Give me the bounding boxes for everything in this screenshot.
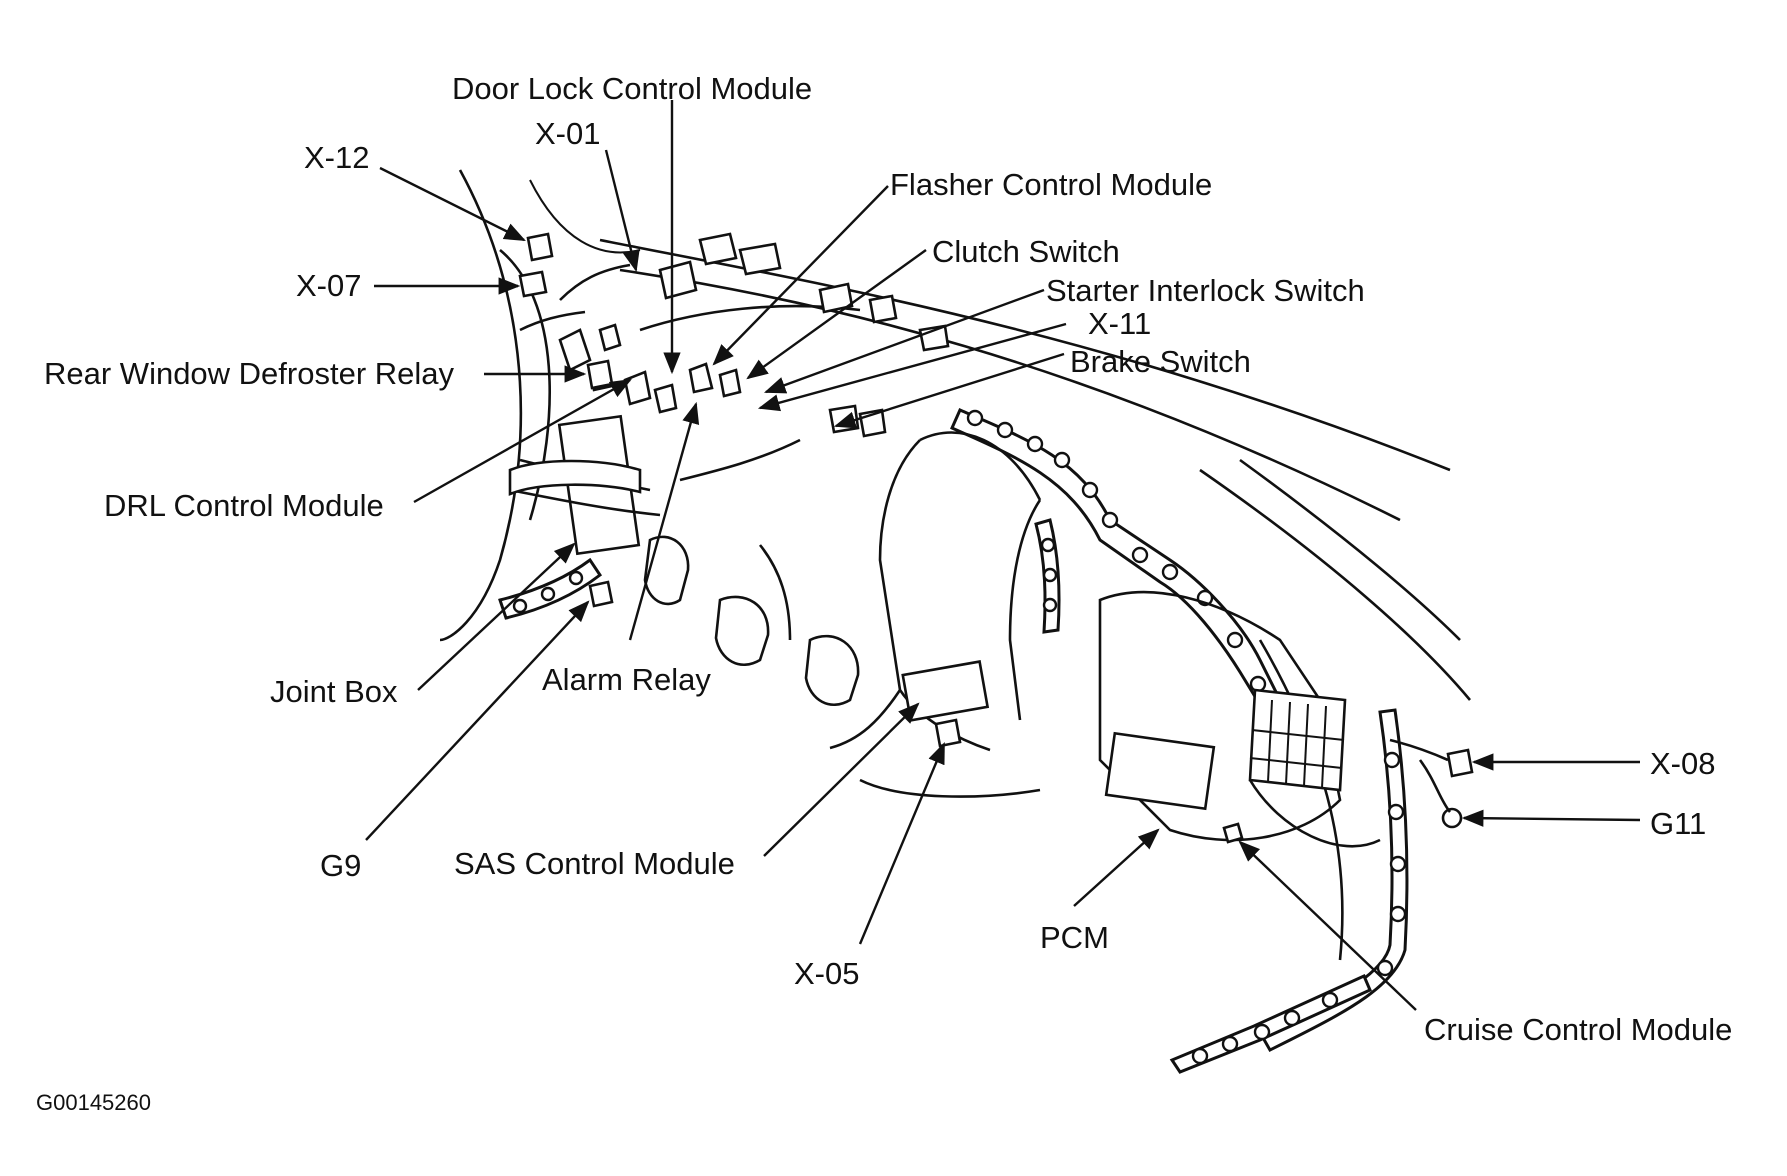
label-x05: X-05	[794, 956, 859, 991]
label-starter-interlock-switch: Starter Interlock Switch	[1046, 273, 1365, 308]
label-rear-window-defroster-relay: Rear Window Defroster Relay	[44, 356, 455, 391]
figure-code: G00145260	[36, 1090, 151, 1115]
label-x07: X-07	[296, 268, 361, 303]
label-brake-switch: Brake Switch	[1070, 344, 1251, 379]
leader-cruise-control-module	[1238, 840, 1417, 1011]
leader-g9	[365, 600, 590, 841]
label-flasher-control-module: Flasher Control Module	[890, 167, 1212, 202]
leader-x05	[858, 742, 946, 945]
label-drl-control-module: DRL Control Module	[104, 488, 384, 523]
label-door-lock-control-module: Door Lock Control Module	[452, 71, 812, 106]
label-clutch-switch: Clutch Switch	[932, 234, 1120, 269]
label-x11: X-11	[1088, 306, 1151, 341]
leader-joint-box	[417, 542, 576, 691]
leader-x12	[379, 166, 526, 242]
leader-x01	[604, 149, 640, 273]
leader-lines	[365, 100, 1641, 1011]
leader-clutch-switch	[746, 249, 927, 380]
label-x01: X-01	[535, 116, 600, 151]
label-sas-control-module: SAS Control Module	[454, 846, 735, 881]
leader-pcm	[1073, 828, 1160, 907]
label-cruise-control-module: Cruise Control Module	[1424, 1012, 1732, 1047]
leader-x11	[757, 322, 1067, 412]
leader-drl-control-module	[413, 378, 632, 504]
label-pcm: PCM	[1040, 920, 1109, 955]
label-joint-box: Joint Box	[270, 674, 398, 709]
label-x12: X-12	[304, 140, 369, 175]
harness-right-clips	[1376, 751, 1407, 977]
label-alarm-relay: Alarm Relay	[542, 662, 711, 697]
callout-labels: Door Lock Control Module X-01 X-12 Flash…	[44, 71, 1732, 1047]
label-x08: X-08	[1650, 746, 1715, 781]
leader-sas-control-module	[763, 702, 920, 857]
harness-upper-clips	[966, 409, 1267, 693]
leader-flasher-control-module	[712, 185, 889, 366]
leader-starter-interlock-switch	[763, 288, 1045, 394]
leader-alarm-relay	[628, 401, 700, 641]
leader-brake-switch	[833, 352, 1065, 429]
label-g9: G9	[320, 848, 361, 883]
hvac-vent-grid	[1248, 688, 1347, 792]
leader-g11	[1461, 809, 1641, 827]
harness-bottom-clips	[1191, 991, 1339, 1065]
label-g11: G11	[1650, 806, 1706, 841]
